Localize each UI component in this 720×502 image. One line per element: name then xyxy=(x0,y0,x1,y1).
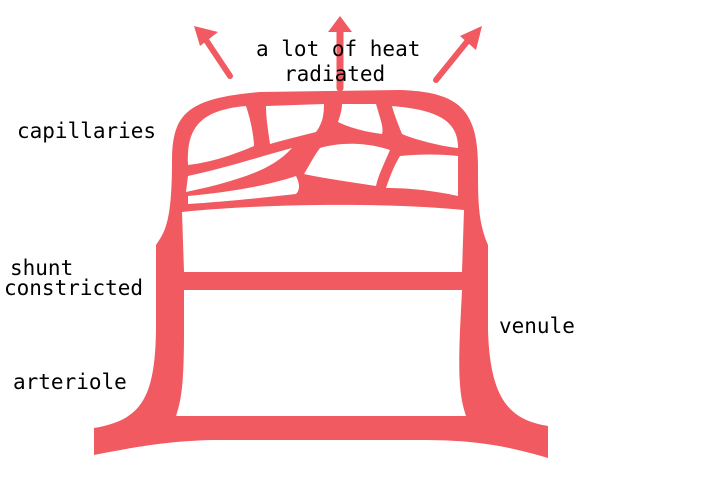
shunt-label-line1: shunt xyxy=(10,256,74,280)
capillary-gap xyxy=(266,104,324,144)
capillary-gap xyxy=(392,106,458,148)
capillary-gap xyxy=(386,154,458,196)
heat-arrow-up-icon xyxy=(328,16,352,92)
arteriole-label: arteriole xyxy=(13,370,127,394)
shunt-label-line2: constricted xyxy=(4,276,144,300)
capillary-gap xyxy=(338,104,383,134)
capillary-gap xyxy=(304,143,390,186)
vessel-outer xyxy=(94,90,548,458)
heat-label-line2: radiated xyxy=(284,62,386,86)
venule-label: venule xyxy=(499,314,575,338)
heat-arrow-right-icon xyxy=(433,26,482,83)
capillary-gap xyxy=(188,176,299,204)
capillary-gap xyxy=(186,148,292,192)
heat-label-line1: a lot of heat xyxy=(256,37,421,61)
capillaries-label: capillaries xyxy=(17,119,157,143)
heat-arrow-left-icon xyxy=(194,26,233,79)
capillary-gap xyxy=(187,106,254,165)
